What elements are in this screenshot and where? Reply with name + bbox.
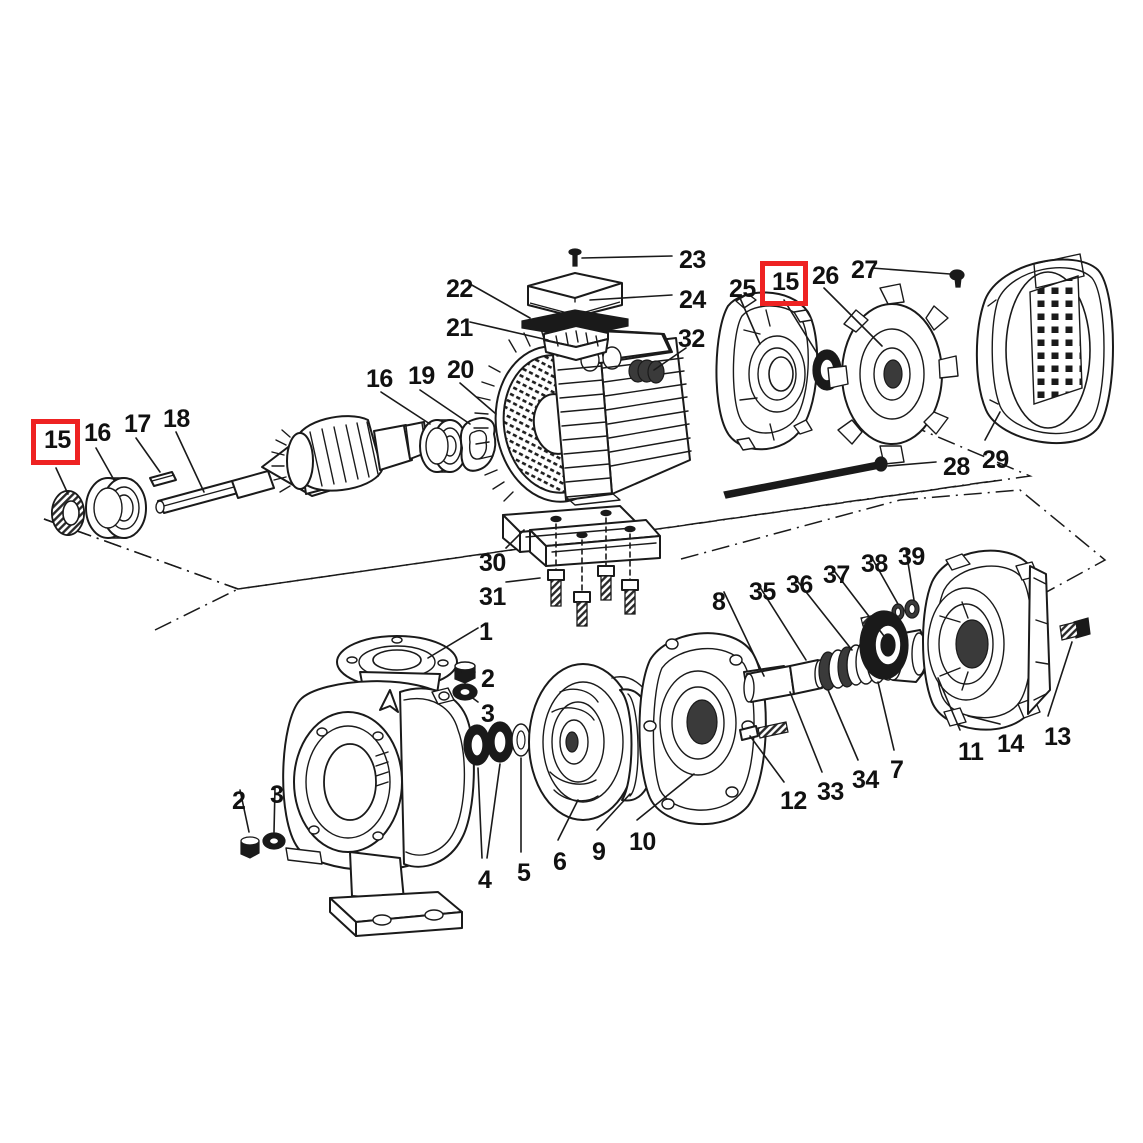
callout-10: 10 xyxy=(629,828,656,856)
part-25-end-bell xyxy=(715,291,819,451)
part-16-bearing-right xyxy=(419,419,468,473)
callout-15-left: 15 xyxy=(44,426,71,454)
callout-18: 18 xyxy=(163,405,190,433)
part-3-washer-lower xyxy=(262,832,286,850)
part-39-nut xyxy=(904,599,920,619)
callout-12: 12 xyxy=(780,787,807,815)
callout-32: 32 xyxy=(678,325,705,353)
callout-8: 8 xyxy=(712,588,726,616)
callout-21: 21 xyxy=(446,314,473,342)
callout-22: 22 xyxy=(446,275,473,303)
callout-17: 17 xyxy=(124,410,151,438)
part-22-gasket xyxy=(521,309,629,338)
callout-5: 5 xyxy=(517,859,531,887)
part-23-screw xyxy=(568,248,582,267)
callout-7: 7 xyxy=(890,756,904,784)
callout-38: 38 xyxy=(861,550,888,578)
part-5-ring xyxy=(511,723,531,757)
part-2-nut-lower xyxy=(240,836,260,859)
callout-3-upper: 3 xyxy=(481,700,495,728)
leader-lines xyxy=(55,255,1073,859)
section-boundary-lower xyxy=(154,479,1001,631)
callout-33: 33 xyxy=(817,778,844,806)
callout-31: 31 xyxy=(479,583,506,611)
part-1-pump-casing xyxy=(282,635,475,937)
callout-25: 25 xyxy=(729,275,756,303)
part-28-tie-rod xyxy=(723,456,888,499)
callout-37: 37 xyxy=(823,561,850,589)
part-6-impeller xyxy=(528,663,638,821)
part-19-wave-washer xyxy=(459,417,497,472)
part-13-bolt xyxy=(1059,617,1091,641)
callout-11: 11 xyxy=(958,738,984,766)
callout-35: 35 xyxy=(749,578,776,606)
callout-39: 39 xyxy=(898,543,925,571)
part-29-fan-cowl xyxy=(975,253,1114,445)
part-14-lantern-bracket xyxy=(922,549,1051,731)
callout-27: 27 xyxy=(851,256,878,284)
part-30-base-rails xyxy=(502,505,661,567)
part-4-wear-rings xyxy=(463,721,514,766)
callout-29: 29 xyxy=(982,446,1009,474)
part-21-terminal-block xyxy=(543,325,609,361)
callout-4: 4 xyxy=(478,866,492,894)
highlight-box-part-15-left xyxy=(31,419,80,465)
callout-16-right: 16 xyxy=(366,365,393,393)
callout-16-left: 16 xyxy=(84,419,111,447)
callout-3-lower: 3 xyxy=(270,781,284,809)
callout-23: 23 xyxy=(679,246,706,274)
part-15-bearing-left xyxy=(51,490,85,536)
callout-9: 9 xyxy=(592,838,606,866)
callout-20: 20 xyxy=(447,356,474,384)
part-16-bearing-left xyxy=(85,477,147,539)
callout-19: 19 xyxy=(408,362,435,390)
part-7-mechanical-seal xyxy=(859,610,909,680)
part-17-key xyxy=(149,471,177,487)
callout-14: 14 xyxy=(997,730,1024,758)
part-31-base-bolts xyxy=(547,517,639,627)
callout-6: 6 xyxy=(553,848,567,876)
callout-36: 36 xyxy=(786,571,813,599)
callout-1: 1 xyxy=(479,618,493,646)
callout-13: 13 xyxy=(1044,723,1071,751)
part-27-screw xyxy=(949,269,965,288)
part-24-terminal-box-cover xyxy=(527,272,623,318)
part-12-bolt xyxy=(739,721,789,741)
callout-2-upper: 2 xyxy=(481,665,495,693)
callout-26: 26 xyxy=(812,262,839,290)
callout-2-lower: 2 xyxy=(232,787,246,815)
callout-15-right: 15 xyxy=(772,268,799,296)
callout-24: 24 xyxy=(679,286,706,314)
part-26-cooling-fan xyxy=(827,283,959,465)
callout-30: 30 xyxy=(479,549,506,577)
highlight-box-part-15-right xyxy=(760,261,808,306)
callout-34: 34 xyxy=(852,766,879,794)
part-18-rotor-shaft xyxy=(155,415,429,514)
part-8-shaft-sleeve xyxy=(743,665,795,703)
callout-28: 28 xyxy=(943,453,970,481)
